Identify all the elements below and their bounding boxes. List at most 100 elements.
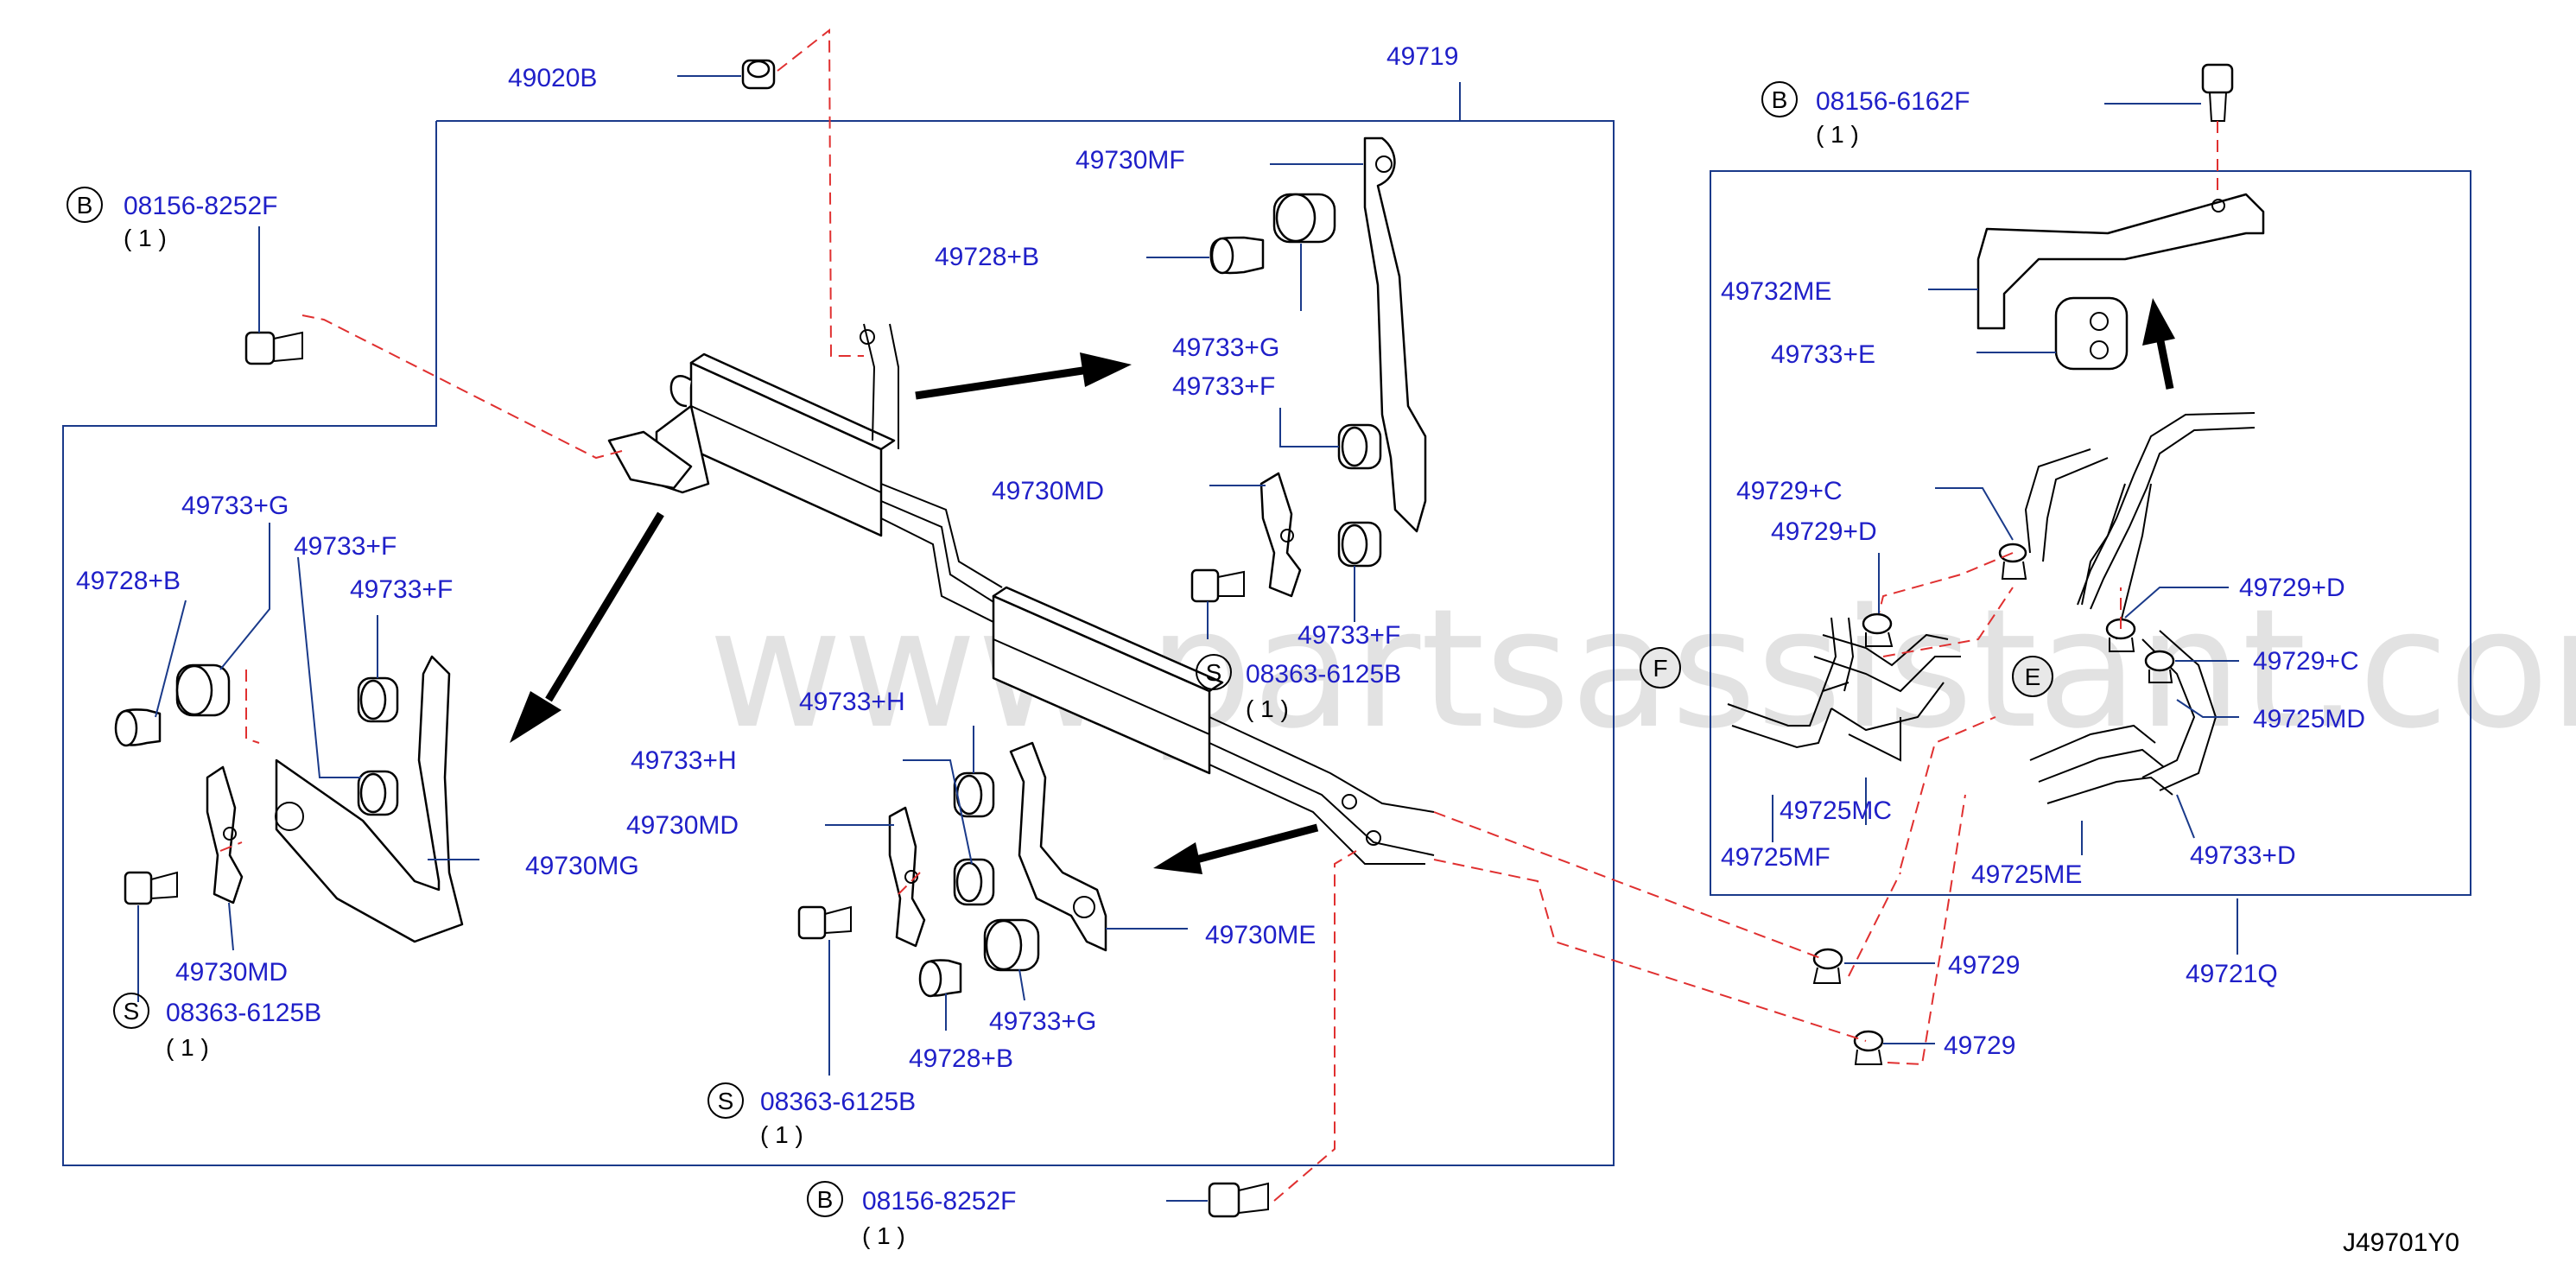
svg-text:S: S — [1206, 659, 1222, 686]
label-49725MC: 49725MC — [1780, 796, 1892, 825]
label-49730MD-mid: 49730MD — [992, 477, 1104, 505]
assembly-box-49721Q — [1710, 170, 2471, 896]
marker-screw-2: S — [113, 993, 149, 1029]
arrow-to-upper-bracket — [915, 365, 1089, 400]
label-49733G-top: 49733+G — [1172, 333, 1279, 362]
bracket-49732ME — [1976, 193, 2265, 330]
marker-screw-1: S — [1196, 654, 1232, 690]
label-49730MF: 49730MF — [1075, 146, 1185, 175]
svg-text:S: S — [124, 998, 140, 1025]
qty-08363-6125B-left: ( 1 ) — [166, 1034, 209, 1061]
clamp-49729-2 — [1853, 1030, 1884, 1065]
assembly-box-49719 — [62, 120, 1615, 1166]
nut-49020B — [741, 59, 776, 90]
pipe-assembly-49721Q — [1727, 412, 2256, 804]
qty-08156-8252F-bottom: ( 1 ) — [862, 1222, 905, 1249]
label-08363-6125B-mid: 08363-6125B — [1246, 660, 1401, 689]
grommet-49733G-low — [983, 918, 1040, 972]
svg-text:B: B — [1772, 86, 1788, 113]
washer-49728B-left — [114, 708, 162, 747]
label-49729C-1: 49729+C — [1736, 477, 1843, 505]
qty-08156-6162F: ( 1 ) — [1816, 121, 1859, 148]
label-49732ME: 49732ME — [1721, 277, 1831, 306]
label-49020B: 49020B — [508, 64, 597, 92]
part-labels: 49020B 49719 08156-8252F ( 1 ) 49730MF 4… — [76, 42, 2365, 1249]
grommet-49733F-left2 — [357, 770, 399, 816]
label-49729D-2: 49729+D — [2239, 574, 2345, 602]
label-49728B-left: 49728+B — [76, 567, 181, 595]
label-49730ME: 49730ME — [1205, 921, 1316, 949]
label-49721Q: 49721Q — [2186, 960, 2278, 988]
label-49733E: 49733+E — [1771, 340, 1875, 369]
grommet-49733E — [2054, 296, 2129, 371]
marker-bolt-3: B — [1761, 81, 1798, 117]
label-49733F-top: 49733+F — [1172, 372, 1275, 401]
svg-text:B: B — [817, 1186, 834, 1213]
qty-08363-6125B-low: ( 1 ) — [760, 1121, 803, 1148]
clamp-49729-1 — [1812, 948, 1843, 984]
grommet-49733G-left — [175, 663, 231, 717]
label-49733G-low: 49733+G — [989, 1007, 1096, 1036]
label-49719: 49719 — [1386, 42, 1458, 71]
bracket-49730ME — [1009, 741, 1107, 952]
label-49728B-low: 49728+B — [909, 1044, 1013, 1073]
clip-49730MD-low — [888, 806, 926, 948]
washer-49728B-low — [918, 959, 962, 998]
bolt-08156-8252F-bottom — [1208, 1182, 1269, 1218]
label-49729-2: 49729 — [1944, 1031, 2015, 1060]
leader-lines — [137, 75, 2239, 1202]
label-49733G-left: 49733+G — [181, 492, 289, 520]
screw-08363-mid — [1190, 568, 1245, 603]
label-49725MD: 49725MD — [2253, 705, 2365, 733]
cooler-tubes — [880, 483, 1003, 623]
label-08363-6125B-left: 08363-6125B — [166, 999, 321, 1027]
label-49733H-2: 49733+H — [631, 746, 737, 775]
label-49733D: 49733+D — [2190, 841, 2296, 870]
label-49729C-2: 49729+C — [2253, 647, 2359, 676]
svg-text:E: E — [2025, 663, 2041, 690]
grommet-49733G-top — [1272, 193, 1336, 244]
clamp-49729D-1 — [1862, 612, 1894, 647]
marker-bolt-2: B — [807, 1181, 843, 1217]
marker-bolt-1: B — [67, 187, 103, 223]
bracket-49730MF — [1363, 136, 1427, 533]
label-08156-8252F-bottom: 08156-8252F — [862, 1187, 1016, 1215]
grommet-49733F-left1 — [357, 676, 399, 723]
bolt-08156-8252F-top — [244, 331, 303, 365]
label-49728B-top: 49728+B — [935, 243, 1039, 271]
label-49729D-1: 49729+D — [1771, 517, 1877, 546]
grommet-49733H-2 — [953, 858, 995, 906]
qty-08156-8252F-top: ( 1 ) — [124, 225, 167, 251]
bracket-49730MG — [275, 655, 464, 943]
oil-cooler-upper — [607, 323, 899, 537]
label-08363-6125B-low: 08363-6125B — [760, 1088, 916, 1116]
clamp-49729C-2 — [2144, 650, 2175, 683]
screw-08363-low — [797, 905, 852, 940]
label-49730MD-low: 49730MD — [626, 811, 739, 840]
label-49733F-left1: 49733+F — [294, 532, 397, 561]
svg-text:S: S — [718, 1088, 734, 1114]
label-49733F-left2: 49733+F — [350, 575, 453, 604]
arrow-to-lower-bracket — [1195, 823, 1319, 864]
grommet-49733F-top — [1337, 423, 1382, 470]
qty-08363-6125B-mid: ( 1 ) — [1246, 695, 1289, 722]
marker-ref-f: F — [1640, 647, 1681, 689]
diagram-code: J49701Y0 — [2343, 1228, 2459, 1257]
oil-cooler-lower — [992, 586, 1435, 865]
screw-08363-left — [124, 871, 178, 905]
label-49729-1: 49729 — [1948, 951, 2020, 980]
label-49725ME: 49725ME — [1971, 860, 2082, 889]
label-49733H-1: 49733+H — [799, 688, 905, 716]
label-49725MF: 49725MF — [1721, 843, 1830, 872]
label-49730MD-left: 49730MD — [175, 958, 288, 987]
clip-49730MD-left — [206, 765, 244, 904]
arrow-to-upper-right-bracket — [2155, 336, 2174, 390]
label-49733F-mid: 49733+F — [1298, 621, 1400, 650]
svg-text:B: B — [77, 192, 93, 219]
bolt-08156-6162F — [2201, 63, 2234, 122]
arrow-to-left-bracket — [545, 511, 664, 702]
washer-49728B-top — [1209, 236, 1265, 275]
marker-screw-3: S — [707, 1082, 744, 1119]
label-49730MG: 49730MG — [525, 852, 639, 880]
